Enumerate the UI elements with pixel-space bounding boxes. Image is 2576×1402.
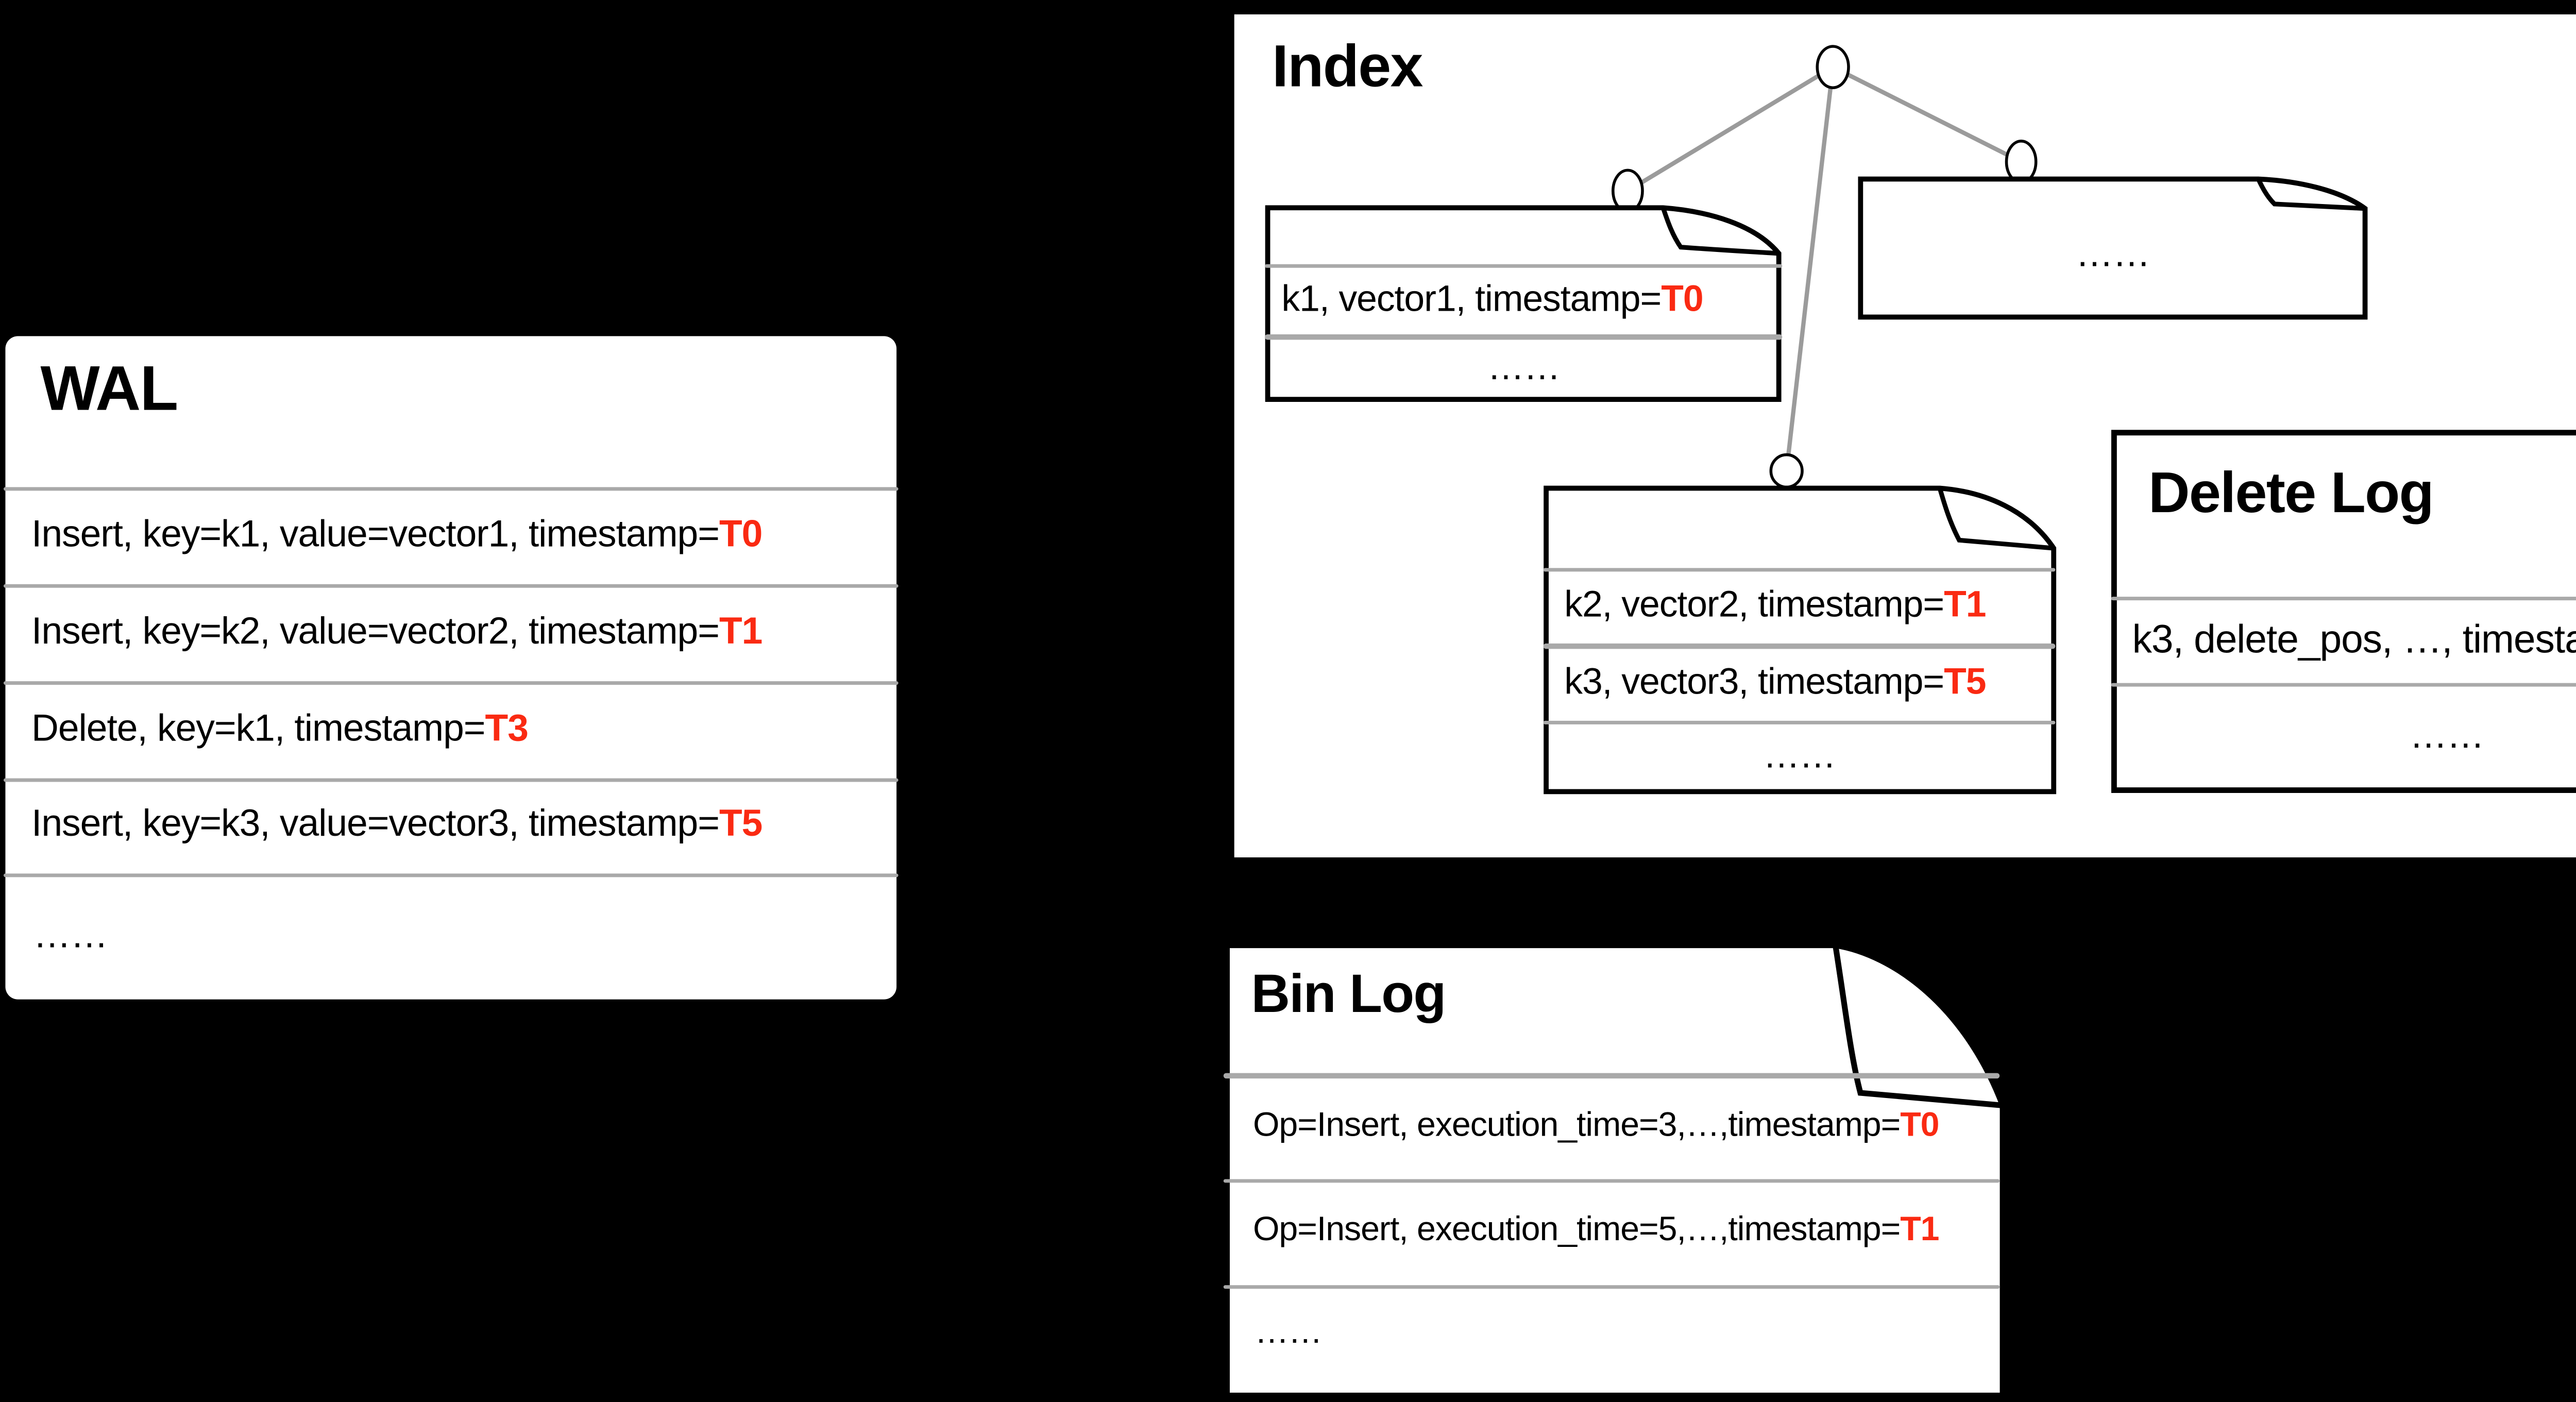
- folded-corner-icon: [1833, 942, 2007, 1109]
- index-panel: Index k1, vector1, timestamp=T0 ……: [1234, 14, 2576, 858]
- row-text: k3, vector3, timestamp=: [1564, 661, 1944, 702]
- row-timestamp: T0: [719, 513, 762, 555]
- wal-row: Insert, key=k3, value=vector3, timestamp…: [5, 779, 896, 872]
- row-text: ……: [1763, 734, 1836, 776]
- row-text: Op=Insert, execution_time=3,…,timestamp=: [1252, 1106, 1901, 1144]
- segment-row: k1, vector1, timestamp=T0: [1267, 264, 1781, 335]
- index-segment-b-doc: k2, vector2, timestamp=T1 k3, vector3, t…: [1543, 485, 2056, 794]
- document-shape: [1224, 942, 2007, 1399]
- tree-edge: [1832, 65, 2022, 164]
- row-divider: [2110, 682, 2576, 687]
- row-text: Delete, key=k1, timestamp=: [31, 708, 486, 750]
- index-title: Index: [1272, 32, 1423, 99]
- row-text: ……: [33, 914, 108, 956]
- wal-row: Delete, key=k1, timestamp=T3: [5, 681, 896, 779]
- doc-body: [1224, 942, 2007, 1399]
- document-shape: [2111, 429, 2576, 792]
- wal-row: ……: [5, 873, 896, 999]
- bin-log-row: Op=Insert, execution_time=5,…,timestamp=…: [1226, 1179, 2005, 1285]
- row-text: k3, delete_pos, …, timestamp=: [2132, 616, 2576, 661]
- row-divider: [1265, 264, 1783, 269]
- row-divider: [3, 584, 897, 588]
- row-text: ……: [1487, 346, 1561, 388]
- row-divider: [3, 872, 897, 877]
- row-divider: [1543, 644, 2056, 649]
- row-text: Insert, key=k3, value=vector3, timestamp…: [31, 804, 720, 846]
- wal-panel: WAL Insert, key=k1, value=vector1, times…: [3, 335, 897, 999]
- segment-row: k2, vector2, timestamp=T1: [1545, 567, 2054, 644]
- row-timestamp: T1: [1944, 584, 1986, 626]
- row-divider: [1265, 335, 1783, 340]
- row-divider: [3, 681, 897, 686]
- row-text: Op=Insert, execution_time=5,…,timestamp=: [1252, 1212, 1901, 1250]
- row-text: Insert, key=k1, value=vector1, timestamp…: [31, 513, 720, 555]
- delete-log-doc: Delete Log k3, delete_pos, …, timestamp=…: [2110, 429, 2576, 792]
- tree-node: [1816, 45, 1850, 90]
- row-text: ……: [1255, 1314, 1323, 1353]
- wal-title: WAL: [40, 353, 178, 424]
- tree-edge: [1784, 66, 1835, 471]
- segment-row: ……: [1859, 192, 2366, 318]
- tree-node: [1769, 453, 1804, 489]
- doc-body: [2111, 429, 2576, 792]
- delete-log-row: k3, delete_pos, …, timestamp=T3: [2112, 596, 2576, 682]
- folded-corner-icon: [1937, 485, 2056, 550]
- row-divider: [1224, 1179, 2000, 1184]
- row-text: k2, vector2, timestamp=: [1564, 584, 1944, 626]
- segment-row: ……: [1545, 720, 2054, 792]
- document-shape: [1543, 485, 2056, 794]
- segment-row: ……: [1267, 335, 1781, 401]
- wal-row: Insert, key=k1, value=vector1, timestamp…: [5, 486, 896, 584]
- delete-log-title: Delete Log: [2148, 459, 2434, 525]
- delete-log-row: ……: [2112, 683, 2576, 791]
- row-divider: [2110, 596, 2576, 601]
- row-divider: [1224, 1073, 2000, 1078]
- index-segment-more-doc: ……: [1858, 176, 2368, 320]
- row-divider: [3, 486, 897, 491]
- document-shape: [1265, 206, 1782, 402]
- row-divider: [3, 779, 897, 783]
- row-timestamp: T1: [719, 611, 762, 652]
- row-timestamp: T5: [1944, 661, 1986, 702]
- row-timestamp: T5: [719, 804, 762, 846]
- segment-row: k3, vector3, timestamp=T5: [1545, 644, 2054, 720]
- folded-corner-icon: [2256, 176, 2368, 211]
- row-timestamp: T3: [485, 708, 529, 750]
- row-text: ……: [2075, 233, 2150, 275]
- row-divider: [1224, 1285, 2000, 1289]
- row-divider: [1543, 720, 2056, 725]
- row-timestamp: T0: [1900, 1106, 1939, 1144]
- wal-row: Insert, key=k2, value=vector2, timestamp…: [5, 584, 896, 681]
- tree-node: [1612, 168, 1644, 213]
- row-text: k1, vector1, timestamp=: [1281, 278, 1662, 319]
- folded-corner-icon: [1661, 206, 1782, 257]
- row-text: Insert, key=k2, value=vector2, timestamp…: [31, 611, 720, 652]
- index-segment-a-doc: k1, vector1, timestamp=T0 ……: [1265, 206, 1783, 402]
- tree-node: [2005, 140, 2038, 184]
- row-divider: [1543, 567, 2056, 572]
- index-tree: [1612, 45, 2038, 489]
- row-timestamp: T0: [1661, 278, 1703, 319]
- row-timestamp: T1: [1900, 1212, 1939, 1250]
- bin-log-title: Bin Log: [1251, 965, 1446, 1025]
- row-text: ……: [2409, 715, 2484, 757]
- bin-log-row: ……: [1226, 1285, 2005, 1384]
- bin-log-row: Op=Insert, execution_time=3,…,timestamp=…: [1226, 1074, 2005, 1179]
- document-shape: [1858, 176, 2368, 320]
- bin-log-doc: Bin Log Op=Insert, execution_time=3,…,ti…: [1224, 942, 2007, 1399]
- tree-edge: [1626, 65, 1834, 193]
